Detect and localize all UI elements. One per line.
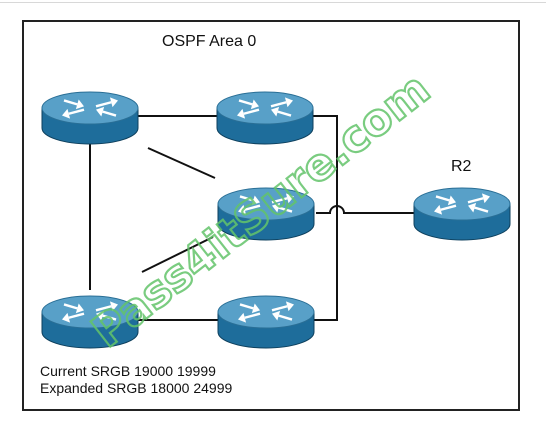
- link-east-bus: [311, 115, 338, 321]
- link-r1-center: [147, 147, 216, 179]
- router-bottom-left: [41, 295, 139, 349]
- router-arrows-icon: [62, 301, 118, 323]
- router-arrows-icon: [62, 97, 118, 119]
- link-r4-center: [141, 236, 214, 273]
- router-center: [217, 187, 315, 241]
- links: [89, 115, 416, 321]
- top-separator: [0, 2, 546, 3]
- diagram-frame: [22, 20, 520, 411]
- router-bottom-middle: [217, 295, 315, 349]
- routers: [41, 91, 511, 349]
- router-arrows-icon: [237, 97, 293, 119]
- router-r2: [413, 187, 511, 241]
- link-center-to-r2: [316, 205, 416, 214]
- srgb-expanded-text: Expanded SRGB 18000 24999: [40, 380, 233, 396]
- area-label: OSPF Area 0: [162, 33, 257, 50]
- srgb-current-text: Current SRGB 19000 19999: [40, 363, 216, 379]
- router-top-left: [41, 91, 139, 145]
- router-r2-label: R2: [451, 158, 472, 175]
- router-arrows-icon: [238, 193, 294, 215]
- router-arrows-icon: [434, 193, 490, 215]
- router-top-middle: [216, 91, 314, 145]
- router-arrows-icon: [238, 301, 294, 323]
